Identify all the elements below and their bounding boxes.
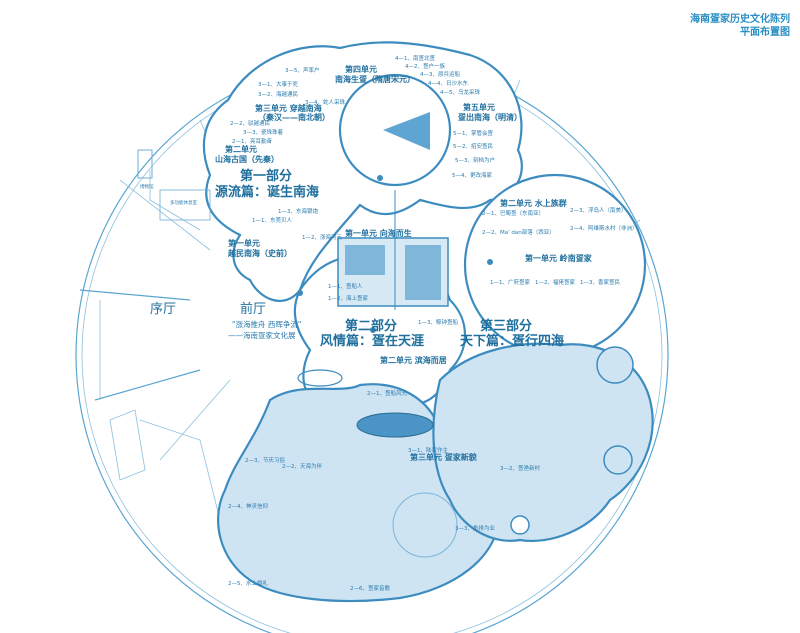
item-label: 2—2、天海为伴 <box>282 462 322 470</box>
p1-unit1-sub: 越民南海（史前） <box>227 248 292 258</box>
deco-circle <box>510 515 530 535</box>
part1-subtitle: 源流篇：诞生南海 <box>215 184 319 200</box>
item-label: 2—2、Ma' dan部落（西亚） <box>482 228 555 236</box>
p1-unit3-sub: （秦汉——南北朝） <box>258 112 330 122</box>
item-label: 3—5、声率户 <box>285 66 320 74</box>
ship-model <box>356 412 434 438</box>
item-label: 1—1、广府疍家 <box>490 278 530 286</box>
ship-model <box>297 369 343 387</box>
museum-label: 博物馆 <box>140 183 154 190</box>
item-label: 1—1、疍船人 <box>328 282 363 290</box>
p1-unit2: 第二单元 <box>225 144 257 154</box>
boat-exhibit <box>383 112 430 150</box>
item-label: 2—5、水上婚礼 <box>228 579 268 587</box>
p2-unit2: 第二单元 滨海而居 <box>380 355 447 365</box>
museum-room <box>137 149 153 179</box>
item-label: 4—1、南疍北疍 <box>395 54 435 62</box>
part1-title: 第一部分 <box>240 168 292 184</box>
lobby-label: 序厅 <box>150 302 176 317</box>
marker-dot <box>487 259 493 265</box>
item-label: 2—1、疍船风光 <box>367 389 407 397</box>
deco-circle <box>603 445 633 475</box>
p1-unit5-sub: 疍出南海（明清） <box>458 112 522 122</box>
center-stage-panel <box>345 245 385 275</box>
item-label: 3—3、鱼排为业 <box>455 524 495 532</box>
lobby-divider <box>159 379 231 461</box>
part3-subtitle: 天下篇：疍行四海 <box>460 333 564 349</box>
p1-unit5: 第五单元 <box>463 102 495 112</box>
item-label: 2—2、驳越通民 <box>230 119 270 127</box>
p1-unit2-sub: 山海古国（先秦） <box>215 154 279 164</box>
item-label: 2—4、阿维斯水村（非洲） <box>570 224 638 232</box>
item-label: 2—6、疍家音歌 <box>350 584 390 592</box>
item-label: 1—3、鲸钟疍船 <box>418 318 458 326</box>
item-label: 5—2、招安疍民 <box>453 142 493 150</box>
item-label: 4—5、乌龙采珠 <box>440 88 480 96</box>
lobby-divider <box>94 369 201 401</box>
item-label: 3—2、海越通民 <box>258 90 298 98</box>
marker-dot <box>370 327 376 333</box>
item-label: 1—2、海上疍家 <box>328 294 368 302</box>
item-label: 2—1、巴蜀疍（东南亚） <box>482 209 544 217</box>
deco-circle <box>596 346 634 384</box>
p3-unit1: 第一单元 岭南疍家 <box>525 253 593 263</box>
page-subtitle: 平面布置图 <box>740 25 790 38</box>
lobby-divider <box>119 179 211 251</box>
item-label: 2—3、节庆习俗 <box>245 456 285 464</box>
part3-lower-zone <box>432 342 654 542</box>
p2-unit3: 第三单元 疍家新貌 <box>410 452 477 462</box>
item-label: 4—4、日沙水东 <box>428 79 468 87</box>
lounge-label: 多功能休息室 <box>170 199 197 206</box>
part2-title: 第二部分 <box>345 318 397 334</box>
item-label: 4—2、疍户一族 <box>405 62 445 70</box>
item-label: 3—1、陆家作主 <box>408 446 448 454</box>
item-label: 3—1、大事于死 <box>258 80 298 88</box>
lobby-steps <box>109 409 146 481</box>
item-label: 3—4、蛇人采珠 <box>305 98 345 106</box>
p1-unit1: 第一单元 <box>228 238 260 248</box>
lower-plaza-ring <box>392 492 458 558</box>
item-label: 3—2、疍渔新村 <box>500 464 540 472</box>
item-label: 1—3、东海银炮 <box>278 207 318 215</box>
p1-unit4-sub: 南海生疍（隋唐宋元） <box>335 74 415 84</box>
lobby-partition <box>139 419 221 521</box>
lobby-divider <box>79 289 191 301</box>
p2-unit1: 第一单元 向海而生 <box>345 228 412 238</box>
front-hall-sub2: ——海南疍家文化展 <box>228 330 296 340</box>
p3-unit2: 第二单元 水上族群 <box>500 198 567 208</box>
center-stage-panel <box>405 245 441 300</box>
item-label: 2—1、亮耳勤奋 <box>232 137 272 145</box>
lounge-room <box>159 189 211 221</box>
marker-dot <box>297 290 303 296</box>
item-label: 1—1、东莞贝人 <box>252 216 292 224</box>
item-label: 5—1、掌管会疍 <box>453 129 493 137</box>
item-label: 1—2、涨海河元 <box>302 233 342 241</box>
item-label: 4—3、原兵运船 <box>420 70 460 78</box>
lobby-partition <box>149 170 201 231</box>
part2-subtitle: 风情篇：疍在天涯 <box>320 333 424 349</box>
item-label: 3—3、瓷珠珠着 <box>243 128 283 136</box>
item-label: 1—2、福佬疍家 <box>535 278 575 286</box>
p1-unit3: 第三单元 穿越南海 <box>255 103 322 113</box>
front-hall-label: 前厅 <box>240 301 266 317</box>
front-hall-sub1: "涨海推舟 西晖争流" <box>232 319 301 329</box>
part2-lower-zone <box>217 383 502 603</box>
item-label: 5—3、刻档为户 <box>455 156 495 164</box>
marker-dot <box>377 175 383 181</box>
item-label: 2—3、浮岛人（南美） <box>570 206 627 214</box>
item-label: 1—3、香家疍民 <box>580 278 620 286</box>
item-label: 5—4、更改海家 <box>452 171 492 179</box>
part3-title: 第三部分 <box>480 318 532 334</box>
item-label: 2—4、神灵信仰 <box>228 502 268 510</box>
page-title: 海南疍家历史文化陈列 <box>690 12 790 25</box>
p1-unit4: 第四单元 <box>345 64 377 74</box>
